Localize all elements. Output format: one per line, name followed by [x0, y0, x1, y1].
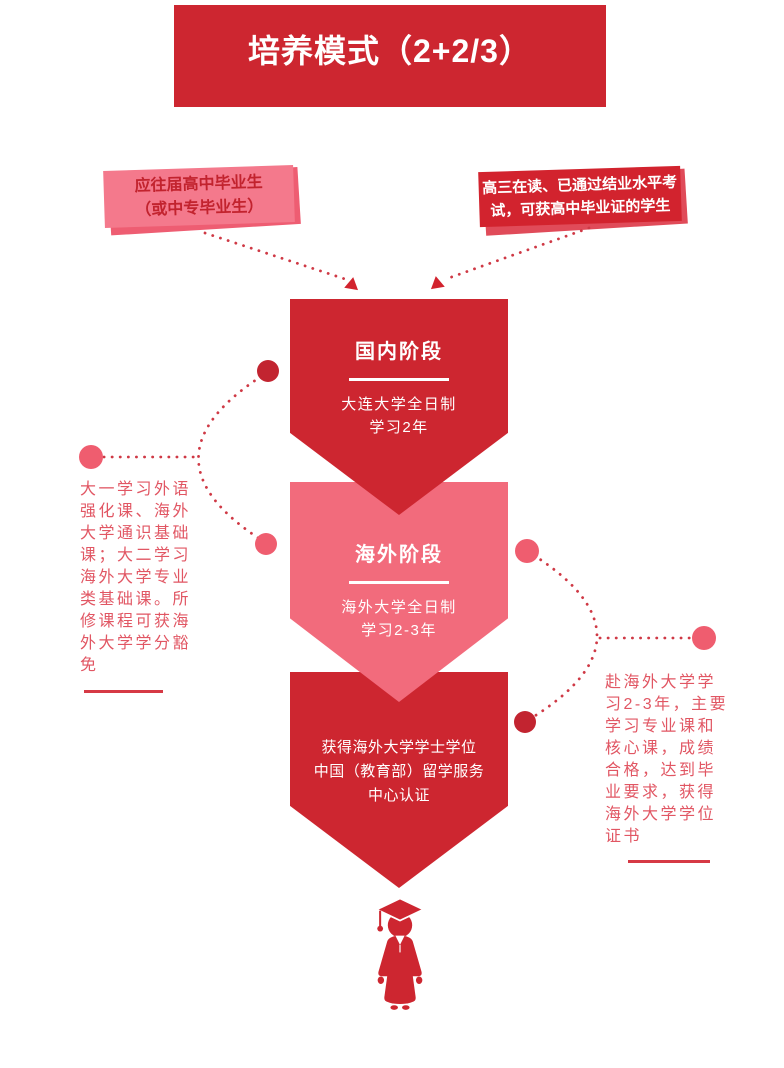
dotted-arrow-left [203, 231, 347, 281]
callout-left-text: 应往届高中毕业生 （或中专毕业生） [103, 165, 295, 228]
stage-divider [349, 581, 449, 584]
connector-curve-right [523, 549, 599, 724]
stage-degree: 获得海外大学学士学位 中国（教育部）留学服务 中心认证 [290, 672, 508, 888]
connector-dot [255, 533, 277, 555]
stage-domestic-body: 大连大学全日制 学习2年 [341, 396, 457, 436]
stage-divider [349, 378, 449, 381]
stage-overseas-title: 海外阶段 [355, 544, 443, 566]
annotation-overseas-detail: 赴海外大学学 习2-3年，主要 学习专业课和 核心课，成绩 合格，达到毕 业要求… [605, 674, 729, 845]
connector-dot [79, 445, 103, 469]
stage-degree-body: 获得海外大学学士学位 中国（教育部）留学服务 中心认证 [313, 739, 485, 804]
stage-overseas: 海外阶段 海外大学全日制 学习2-3年 [290, 482, 508, 702]
connector-dot [692, 626, 716, 650]
connector-dot [515, 539, 539, 563]
header-banner: 培养模式（2+2/3） [174, 5, 606, 107]
arrowhead-down-icon [430, 276, 445, 290]
connector-dot [514, 711, 536, 733]
annotation-underline [628, 860, 710, 863]
arrowhead-down-icon [344, 277, 359, 291]
callout-right-text: 高三在读、已通过结业水平考 试，可获高中毕业证的学生 [478, 165, 682, 228]
callout-right-students: 高三在读、已通过结业水平考 试，可获高中毕业证的学生 [478, 165, 688, 236]
callout-left-students: 应往届高中毕业生 （或中专毕业生） [103, 165, 301, 236]
stage-overseas-body: 海外大学全日制 学习2-3年 [341, 599, 457, 639]
graduate-icon [374, 897, 426, 1010]
annotation-domestic-detail: 大一学习外语 强化课、海外 大学通识基础 课；大二学习 海外大学专业 类基础课。… [80, 481, 192, 674]
stage-domestic-title: 国内阶段 [355, 341, 443, 363]
dotted-arrow-right [444, 226, 591, 281]
annotation-underline [84, 690, 163, 693]
page-title: 培养模式（2+2/3） [248, 33, 532, 69]
connector-dot [257, 360, 279, 382]
